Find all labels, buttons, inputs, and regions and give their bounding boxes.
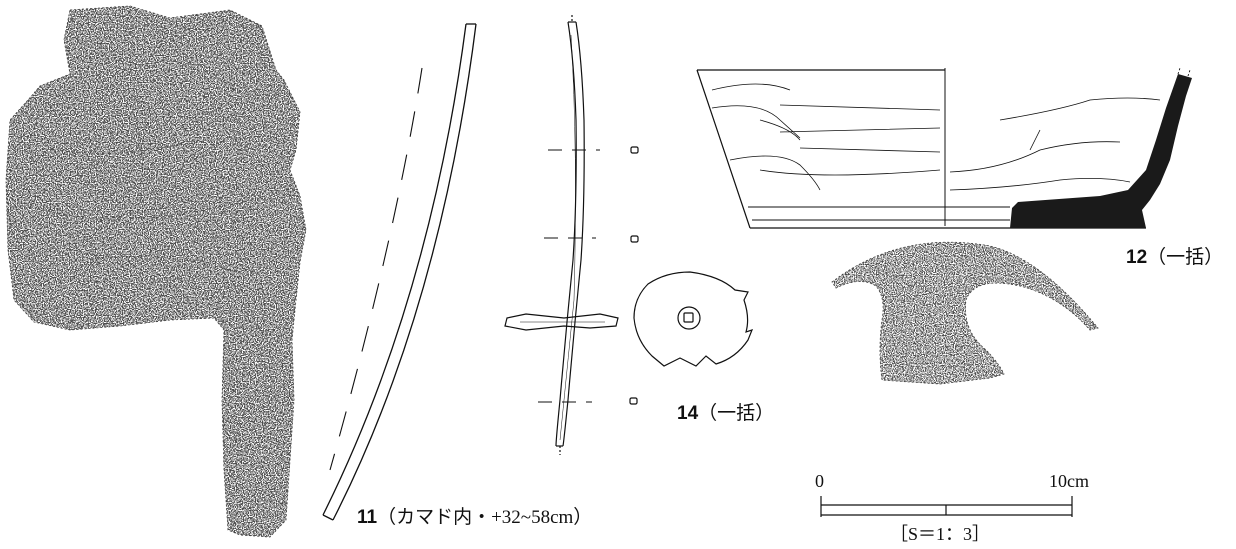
fig12-rubbing [831, 241, 1099, 385]
fig14-profile [504, 15, 619, 455]
fig12-label: 12（一括） [1126, 242, 1223, 269]
fig11-rubbing [5, 5, 307, 538]
fig14-label: 14（一括） [677, 398, 774, 425]
scale-start-label: 0 [815, 471, 824, 491]
fig11-note: （カマド内・+32~58cm） [377, 507, 593, 528]
scale-bar [820, 496, 1073, 517]
fig14-number: 14 [677, 403, 699, 424]
fig11-profile [322, 23, 477, 521]
fig11-label: 11（カマド内・+32~58cm） [357, 502, 592, 529]
fig14-cross-sections [629, 146, 639, 405]
fig12-section-fill [1010, 74, 1192, 228]
fig11-number: 11 [357, 507, 378, 528]
scale-end-label: 10cm [1049, 471, 1089, 491]
fig12-note: （一括） [1147, 247, 1224, 268]
fig14-note: （一括） [698, 403, 775, 424]
fig12-vessel [696, 68, 1161, 229]
scale-ratio-label: ［S＝1：3］ [890, 524, 991, 544]
fig12-number: 12 [1126, 247, 1148, 268]
fig14-disc [633, 271, 754, 367]
